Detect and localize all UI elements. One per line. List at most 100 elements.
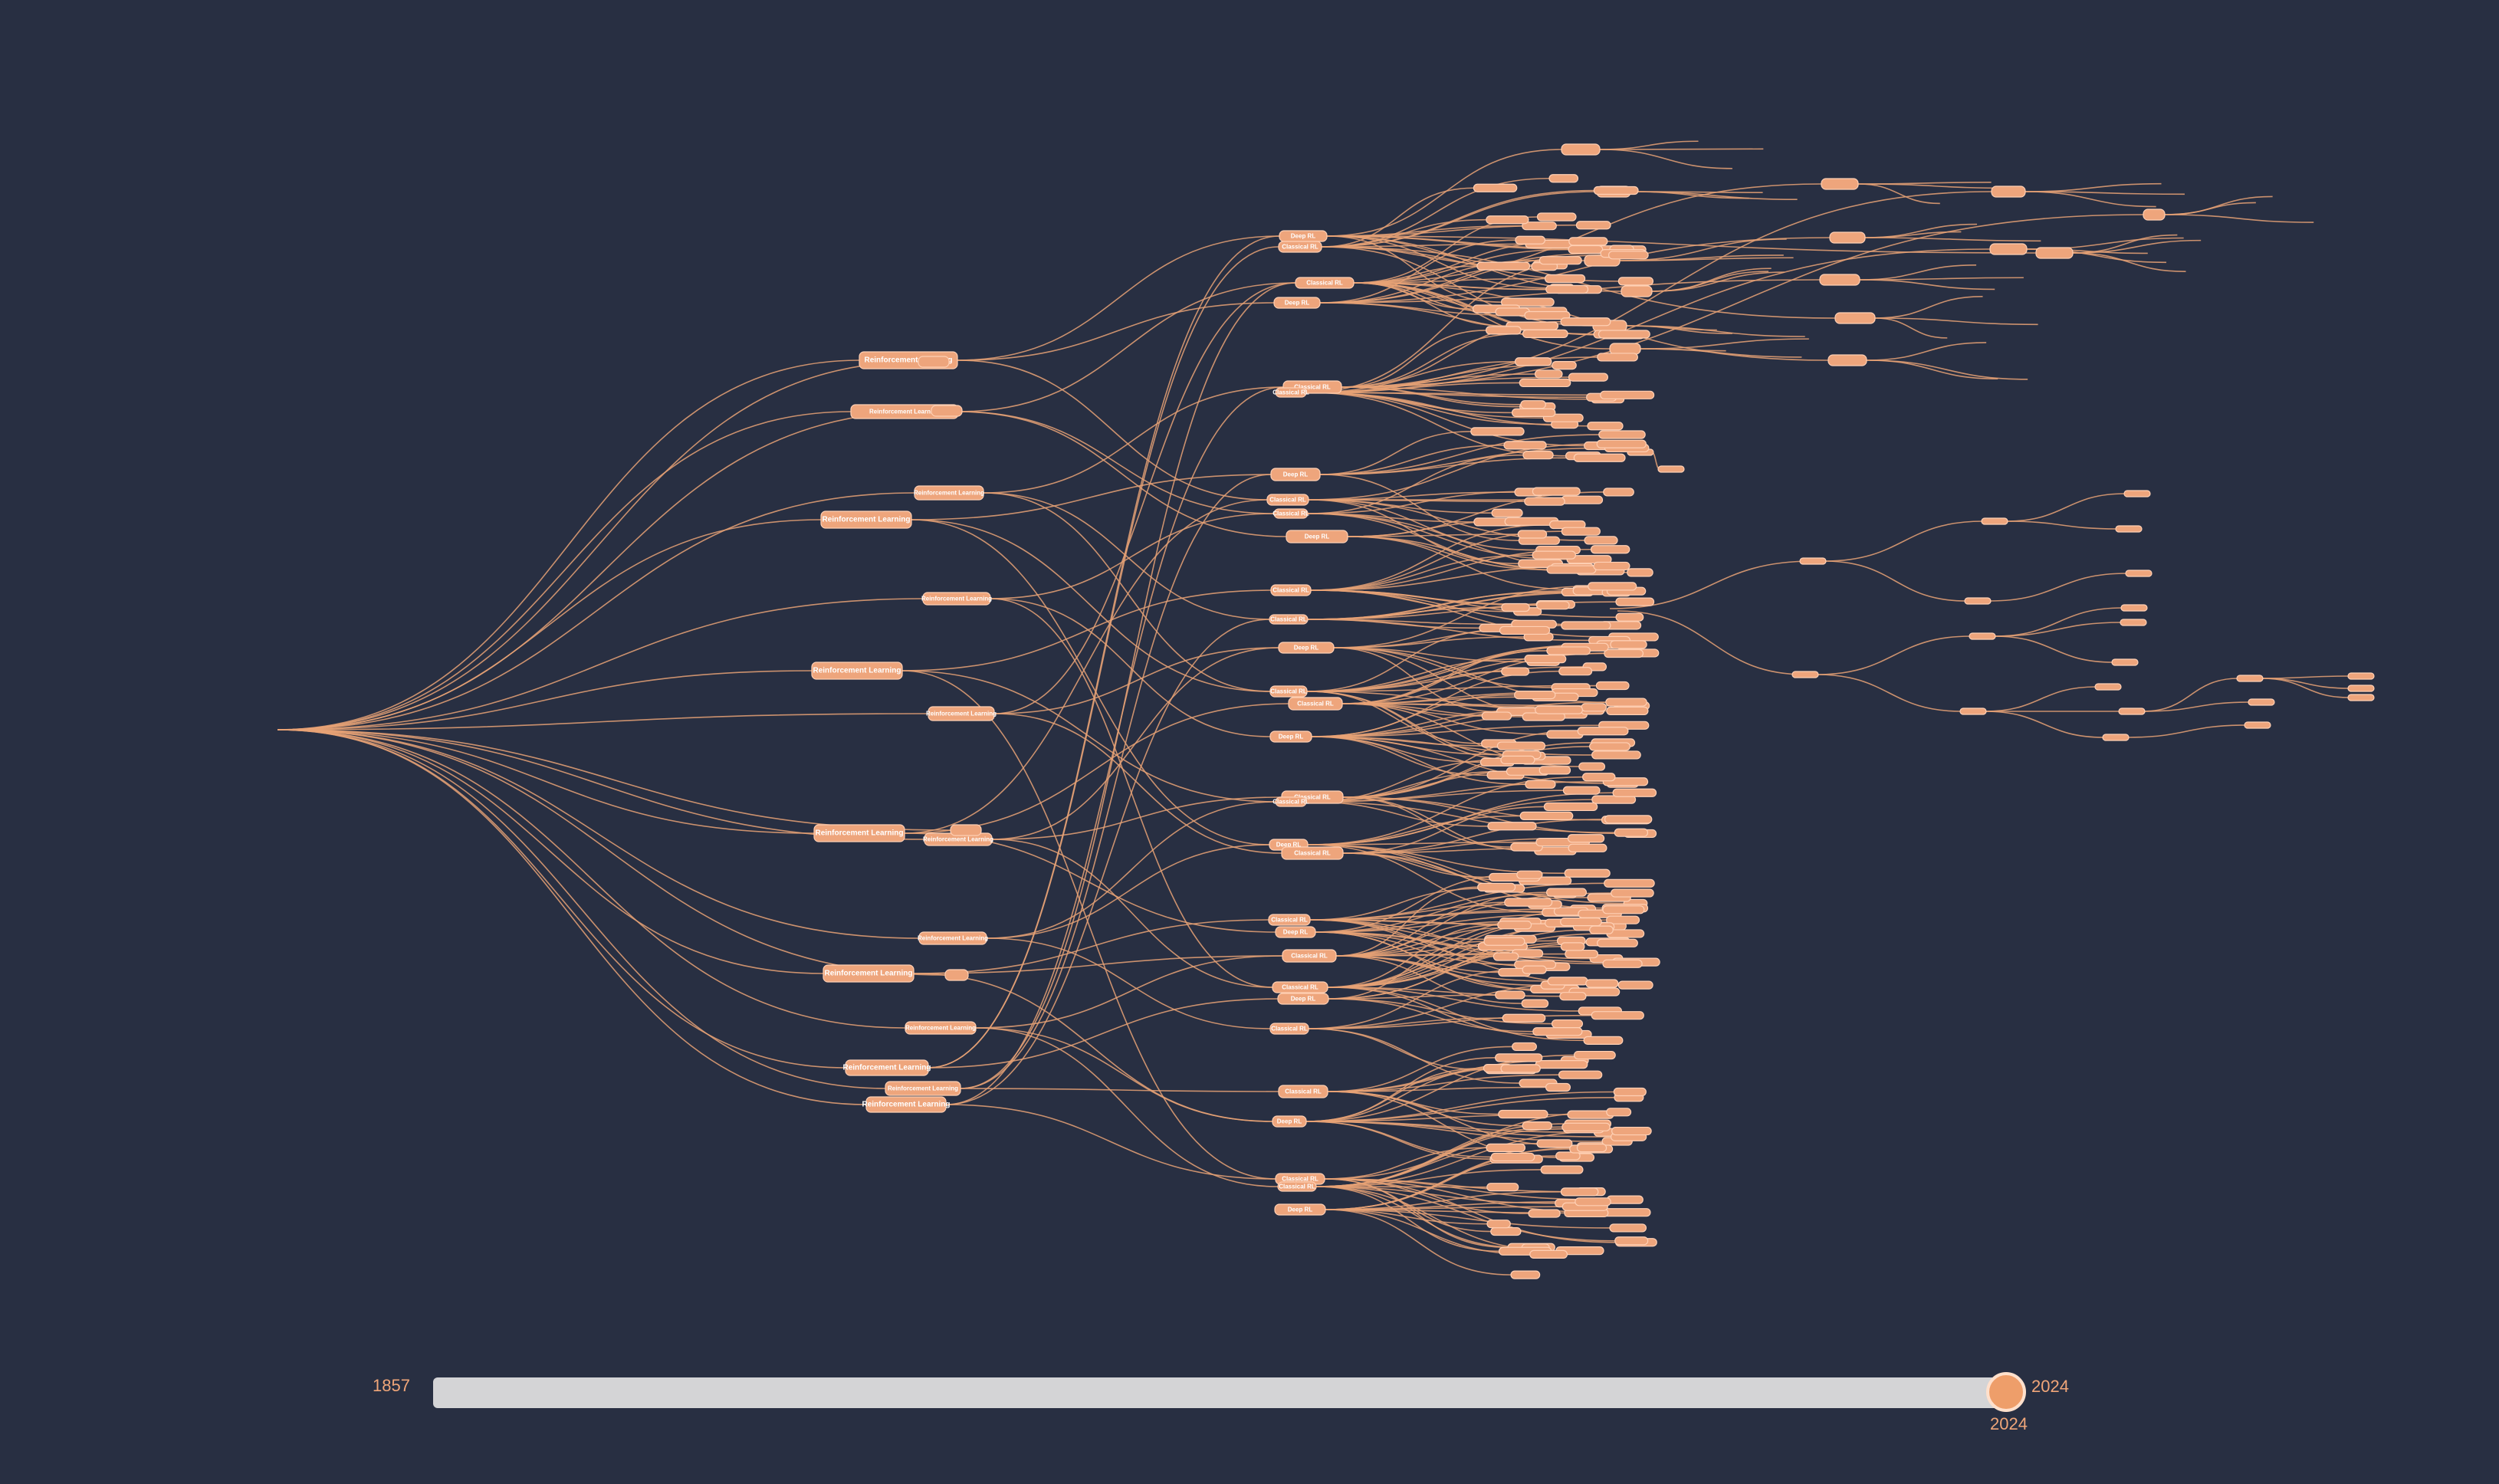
tree-node[interactable] [1546, 646, 1591, 655]
tree-node[interactable] [944, 969, 969, 981]
tree-node[interactable] [1568, 373, 1608, 382]
tree-node[interactable] [1989, 243, 2028, 255]
tree-node[interactable] [2248, 698, 2275, 706]
tree-node[interactable] [1499, 625, 1551, 635]
tree-node[interactable] [1821, 178, 1859, 190]
tree-node[interactable] [1587, 422, 1624, 431]
tree-node[interactable] [2236, 675, 2264, 682]
tree-node[interactable] [1560, 317, 1611, 327]
tree-node[interactable] [1524, 310, 1571, 320]
tree-node[interactable] [1590, 545, 1630, 554]
tree-node[interactable]: Reinforcement Learning [926, 706, 997, 721]
tree-node[interactable] [2347, 672, 2375, 680]
tree-node[interactable] [1597, 353, 1638, 362]
tree-node[interactable]: Classical RL [1272, 981, 1328, 993]
tree-node[interactable]: Deep RL [1286, 530, 1348, 543]
tree-node[interactable] [1611, 1126, 1652, 1136]
tree-node[interactable] [1525, 780, 1556, 789]
tree-node[interactable] [1538, 256, 1582, 265]
tree-node[interactable] [2094, 683, 2122, 691]
tree-node[interactable]: Deep RL [1270, 468, 1321, 481]
tree-node[interactable] [1534, 369, 1563, 379]
tree-node[interactable]: Deep RL [1274, 1203, 1326, 1216]
tree-node[interactable]: Reinforcement Learning [923, 832, 993, 846]
tree-node[interactable]: Classical RL [1269, 1023, 1309, 1035]
tree-node[interactable]: Classical RL [1266, 494, 1309, 506]
tree-node[interactable] [1545, 1082, 1571, 1092]
tree-node[interactable] [1595, 681, 1630, 691]
tree-node[interactable] [2125, 570, 2153, 577]
tree-node[interactable] [1577, 727, 1629, 736]
tree-node[interactable] [1615, 612, 1644, 622]
tree-node[interactable] [1575, 221, 1611, 230]
tree-node[interactable] [1546, 888, 1588, 897]
tree-node[interactable] [1591, 750, 1641, 760]
tree-node[interactable]: Classical RL [1295, 277, 1355, 289]
tree-node[interactable] [1546, 565, 1597, 574]
tree-node[interactable] [1511, 408, 1556, 417]
tree-node[interactable] [1493, 952, 1519, 961]
tree-node[interactable] [1612, 788, 1657, 797]
tree-node[interactable] [1519, 378, 1571, 388]
tree-node[interactable] [1959, 708, 1987, 715]
tree-node[interactable] [1532, 487, 1581, 496]
tree-node[interactable] [2120, 604, 2148, 612]
tree-node[interactable] [1535, 1060, 1588, 1069]
tree-node[interactable] [1473, 183, 1518, 192]
tree-node[interactable] [1834, 312, 1876, 324]
tree-node[interactable] [1528, 1209, 1561, 1218]
tree-node[interactable] [1470, 427, 1525, 436]
tree-node[interactable] [1517, 530, 1548, 539]
tree-node[interactable] [1583, 1036, 1624, 1045]
tree-node[interactable]: Deep RL [1278, 642, 1335, 654]
tree-node[interactable] [1552, 360, 1577, 370]
tree-node[interactable] [1568, 245, 1604, 254]
tree-node[interactable] [1483, 937, 1525, 946]
tree-node[interactable] [1519, 811, 1574, 821]
tree-node[interactable] [1981, 517, 2008, 525]
tree-node[interactable] [1562, 786, 1601, 795]
tree-node[interactable] [1496, 741, 1546, 750]
tree-node[interactable] [1536, 1139, 1573, 1148]
tree-node[interactable]: Classical RL [1278, 241, 1322, 253]
tree-node[interactable] [1585, 979, 1619, 988]
tree-node[interactable] [1500, 297, 1555, 307]
tree-node[interactable] [2143, 208, 2166, 221]
tree-node[interactable] [1504, 898, 1553, 907]
tree-node[interactable] [1627, 568, 1653, 577]
tree-node[interactable] [1604, 878, 1655, 888]
tree-node[interactable] [1589, 742, 1630, 751]
tree-node[interactable] [1561, 143, 1601, 156]
tree-node[interactable] [1487, 822, 1537, 831]
tree-node[interactable] [1799, 557, 1827, 565]
tree-node[interactable] [2347, 694, 2375, 701]
tree-node[interactable]: Classical RL [1281, 846, 1344, 860]
tree-node[interactable] [1510, 842, 1543, 852]
tree-node[interactable] [1498, 1109, 1548, 1119]
tree-node[interactable] [1573, 1050, 1616, 1060]
tree-node[interactable]: Classical RL [1288, 697, 1343, 711]
tree-node[interactable] [1657, 465, 1685, 473]
tree-node[interactable] [1604, 815, 1653, 824]
tree-node[interactable] [1500, 755, 1535, 764]
tree-node[interactable] [1593, 561, 1630, 571]
tree-node[interactable] [1617, 980, 1653, 990]
tree-node[interactable] [1558, 667, 1593, 676]
tree-node[interactable]: Deep RL [1277, 993, 1329, 1005]
tree-node[interactable] [1500, 1064, 1541, 1073]
tree-node[interactable] [1502, 1013, 1546, 1023]
tree-node[interactable] [1568, 237, 1608, 246]
tree-node[interactable] [1515, 235, 1546, 245]
tree-node[interactable]: Classical RL [1270, 584, 1312, 596]
tree-node[interactable] [2244, 721, 2271, 729]
tree-node[interactable] [1791, 671, 1819, 678]
tree-node[interactable]: Deep RL [1279, 230, 1328, 242]
tree-node[interactable] [1520, 400, 1546, 409]
tree-node[interactable] [1589, 925, 1614, 934]
tree-node[interactable]: Classical RL [1272, 387, 1309, 398]
tree-node[interactable] [1614, 1236, 1649, 1246]
tree-node[interactable] [1545, 284, 1589, 294]
tree-node[interactable]: Deep RL [1275, 926, 1316, 938]
tree-node[interactable] [1560, 918, 1602, 927]
